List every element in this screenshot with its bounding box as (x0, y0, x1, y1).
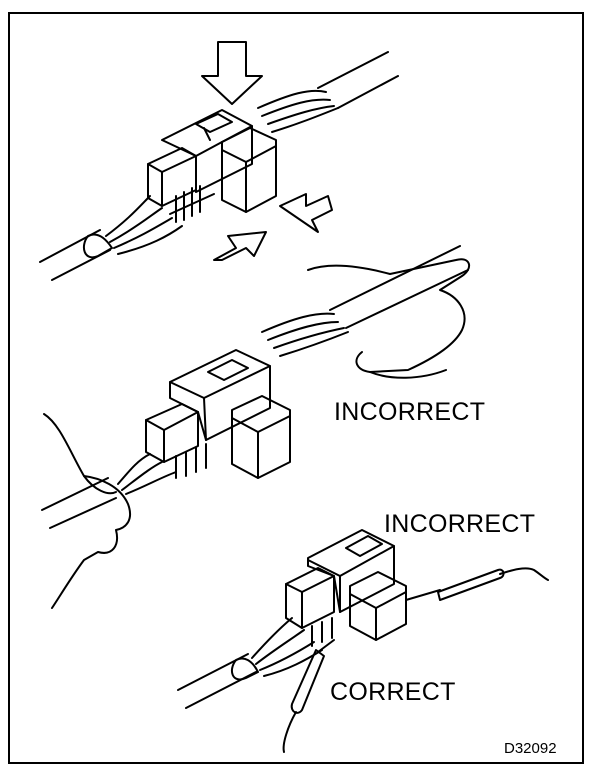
connector-left-housing (147, 147, 197, 207)
figure-code: D32092 (504, 740, 557, 757)
hand-icon (307, 258, 471, 373)
lock-tab (195, 113, 233, 133)
probe-icon (437, 568, 505, 601)
arrow-down-icon (201, 41, 263, 105)
label-incorrect-bottom: INCORRECT (384, 510, 536, 538)
middle-scene (41, 245, 471, 609)
connector-right-housing (221, 127, 277, 213)
label-correct: CORRECT (330, 678, 456, 706)
connector-right-housing-mid (231, 395, 291, 479)
connector-right-housing-bottom (349, 571, 407, 641)
top-scene (39, 41, 399, 281)
figure-frame (8, 12, 584, 764)
harness-right-upper (317, 51, 389, 89)
bottom-scene (177, 529, 549, 753)
probe-lead-incorrect (405, 589, 441, 601)
label-incorrect-middle: INCORRECT (334, 398, 486, 426)
connector-center-housing-bottom (307, 529, 395, 613)
probe-lead-correct (317, 639, 335, 653)
connector-left-housing-bottom (285, 567, 335, 629)
connector-left-housing-mid (145, 403, 199, 463)
arrow-left-icon (279, 193, 333, 233)
connector-center-housing-mid (169, 349, 271, 441)
harness-right-lower (337, 75, 399, 109)
arrow-right-icon (213, 231, 267, 261)
